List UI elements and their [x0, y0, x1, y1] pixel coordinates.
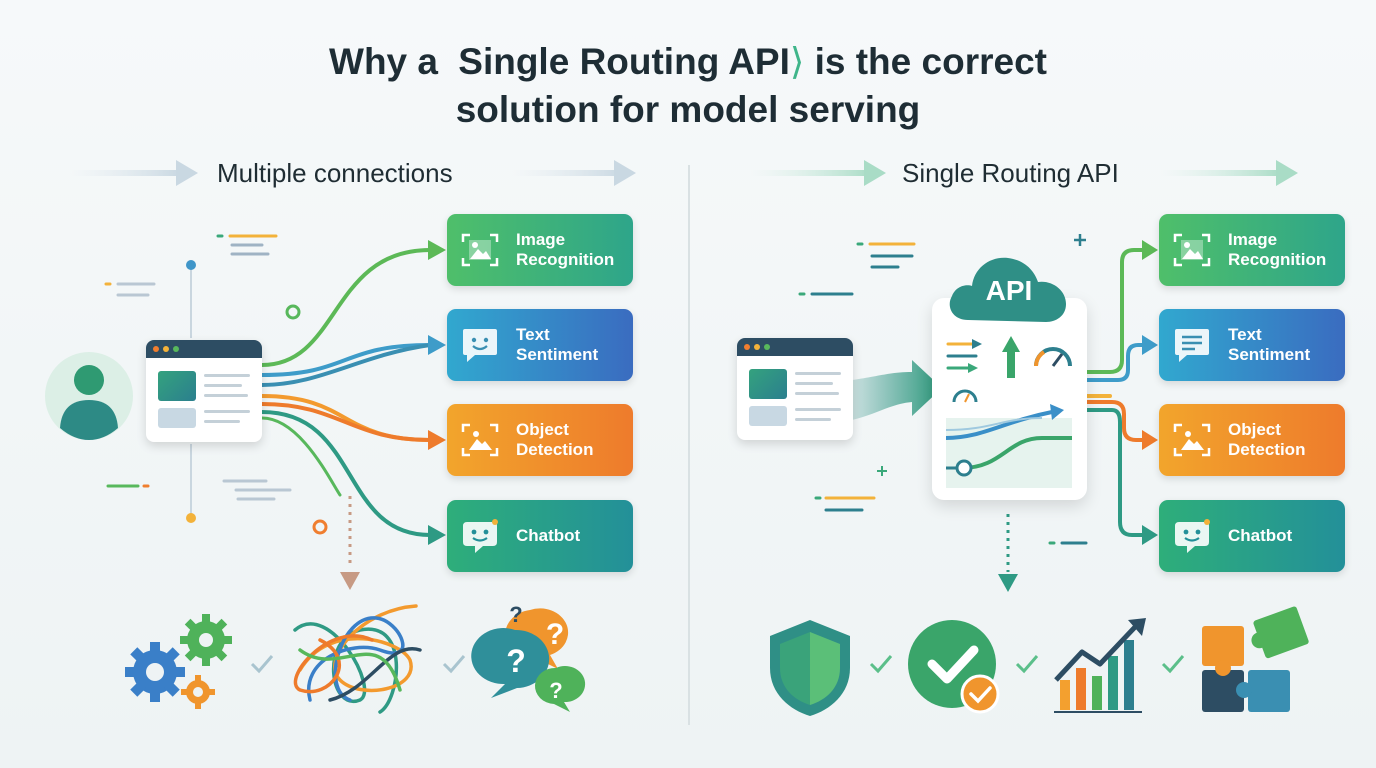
left-connection-lines	[260, 248, 432, 537]
shield-icon	[770, 620, 850, 716]
card-label-line1: Object	[1228, 420, 1281, 439]
check-circle-icon	[908, 620, 1000, 714]
image-recognition-icon	[1173, 233, 1211, 267]
smiley-chat-icon	[463, 329, 497, 362]
card-label-line1: Image	[516, 230, 566, 249]
chevron-right-icon: ⟩	[789, 41, 805, 82]
check-icon	[250, 655, 274, 674]
heading-arrow-right-1	[750, 160, 886, 186]
right-arrowheads	[1142, 240, 1158, 545]
card-label-line2: Detection	[516, 440, 594, 459]
client-app-window-left	[146, 340, 262, 442]
service-card-chatbot-left[interactable]: Chatbot	[447, 500, 633, 572]
object-detection-icon	[1173, 423, 1211, 457]
image-placeholder	[158, 408, 196, 428]
check-icon	[442, 655, 466, 674]
image-placeholder	[158, 371, 196, 401]
gauge-icon	[1034, 347, 1072, 367]
decor-dashes-right	[798, 242, 1088, 545]
card-label-line1: Image	[1228, 230, 1278, 249]
title-suffix: is the correct	[814, 41, 1047, 82]
flow-arrow	[852, 360, 942, 420]
tangled-wires-icon	[293, 604, 422, 714]
card-label-line1: Text	[516, 325, 550, 344]
decor-dashes-left	[104, 234, 292, 501]
right-heading: Single Routing API	[902, 158, 1119, 188]
section-divider	[688, 165, 690, 725]
card-label-line2: Recognition	[1228, 250, 1327, 269]
check-icon	[1161, 655, 1185, 674]
document-chat-icon	[1175, 329, 1209, 362]
check-icon	[1015, 655, 1039, 674]
cloud-icon	[949, 257, 1066, 322]
user-avatar-icon	[45, 352, 133, 440]
service-card-chatbot-right[interactable]: Chatbot	[1159, 500, 1345, 572]
svg-text:?: ?	[509, 602, 522, 627]
client-app-window-right	[737, 338, 853, 440]
card-label-line2: Detection	[1228, 440, 1306, 459]
svg-text:?: ?	[546, 618, 564, 651]
image-placeholder	[749, 369, 787, 399]
api-label: API	[985, 275, 1033, 306]
card-label-line2: Sentiment	[1228, 345, 1311, 364]
card-label-line2: Sentiment	[516, 345, 599, 364]
api-dashboard-graphic	[945, 336, 1072, 488]
plus-icon	[1074, 234, 1086, 246]
title-line-2: solution for model serving	[455, 89, 921, 130]
card-label-line2: Recognition	[516, 250, 615, 269]
image-placeholder	[749, 406, 787, 426]
card-label-line1: Object	[516, 420, 569, 439]
card-label-line1: Chatbot	[1228, 526, 1293, 545]
heading-arrow-left-2	[512, 160, 636, 186]
left-heading: Multiple connections	[217, 158, 453, 188]
down-arrow-right	[998, 514, 1018, 592]
heading-arrow-right-2	[1160, 160, 1298, 186]
page-title: Why a Single Routing API⟩ is the correct…	[0, 38, 1376, 134]
card-label-line1: Text	[1228, 325, 1262, 344]
api-router-panel	[932, 298, 1087, 500]
object-detection-icon	[461, 423, 499, 457]
growth-chart-icon	[1054, 618, 1146, 713]
svg-text:?: ?	[549, 678, 562, 703]
chatbot-icon	[1175, 519, 1210, 553]
question-bubbles-icon: ? ? ? ?	[471, 602, 586, 712]
right-connection-lines	[1084, 248, 1148, 537]
gears-icon	[125, 614, 232, 709]
plus-icon	[877, 466, 887, 476]
title-highlight: Single Routing API	[458, 41, 790, 82]
puzzle-icon	[1202, 606, 1309, 712]
title-prefix: Why a	[329, 41, 438, 82]
chatbot-icon	[463, 519, 498, 553]
card-label-line1: Chatbot	[516, 526, 581, 545]
heading-arrow-left-1	[70, 160, 198, 186]
image-recognition-icon	[461, 233, 499, 267]
left-arrowheads	[428, 240, 446, 545]
down-arrow-left	[340, 496, 360, 590]
decor-nodes-left	[186, 260, 328, 535]
svg-text:?: ?	[506, 643, 526, 679]
check-icon	[869, 655, 893, 674]
